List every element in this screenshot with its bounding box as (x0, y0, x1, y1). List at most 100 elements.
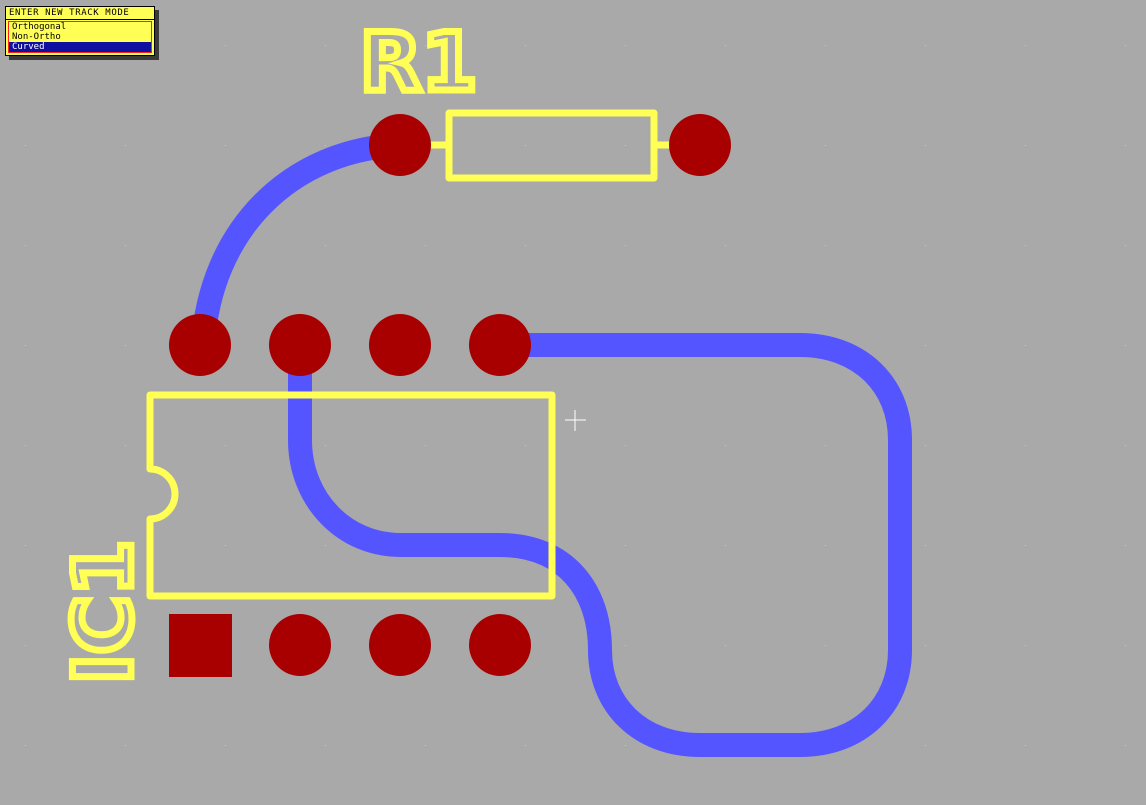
grid-dot (525, 745, 526, 746)
grid-dot (25, 445, 26, 446)
grid-dot (525, 145, 526, 146)
tracks (191, 133, 912, 757)
ic1-pad-4[interactable] (469, 614, 531, 676)
grid-dot (825, 645, 826, 646)
grid-dot (725, 645, 726, 646)
grid-dot (625, 645, 626, 646)
grid-dot (1125, 545, 1126, 546)
grid-dot (925, 45, 926, 46)
grid-dot (125, 245, 126, 246)
grid-dot (325, 445, 326, 446)
grid-dot (1025, 345, 1026, 346)
grid-dot (825, 545, 826, 546)
grid-dot (625, 745, 626, 746)
grid-dot (625, 45, 626, 46)
grid-dot (25, 745, 26, 746)
ic1-pad-2[interactable] (269, 614, 331, 676)
grid-dot (1125, 245, 1126, 246)
grid-dot (1025, 445, 1026, 446)
grid-dot (1125, 145, 1126, 146)
grid-dot (25, 545, 26, 546)
grid-dot (125, 445, 126, 446)
grid-dot (1025, 745, 1026, 746)
grid-dot (725, 245, 726, 246)
ic1-designator[interactable]: IC1 (54, 536, 154, 687)
ic1-pad-8[interactable] (169, 314, 231, 376)
silkscreen (146, 109, 670, 600)
track-mode-options: Orthogonal Non-Ortho Curved (8, 21, 152, 53)
track-mode-option-curved[interactable]: Curved (9, 42, 151, 52)
grid-dot (625, 245, 626, 246)
track-ic1-pin2-to-pin8[interactable] (288, 333, 912, 757)
track-mode-menu[interactable]: ENTER NEW TRACK MODE Orthogonal Non-Orth… (5, 6, 155, 56)
grid-dot (125, 745, 126, 746)
grid-dot (825, 145, 826, 146)
grid-dot (125, 345, 126, 346)
ic1-pad-5[interactable] (469, 314, 531, 376)
grid-dot (525, 245, 526, 246)
grid-dot (825, 45, 826, 46)
grid-dot (325, 545, 326, 546)
grid-dot (25, 245, 26, 246)
grid-dot (725, 445, 726, 446)
grid-dot (925, 645, 926, 646)
r1-pad-1[interactable] (369, 114, 431, 176)
grid-dot (1125, 645, 1126, 646)
grid-dot (425, 45, 426, 46)
grid-dot (425, 745, 426, 746)
grid-dot (325, 45, 326, 46)
track-mode-menu-title: ENTER NEW TRACK MODE (6, 7, 154, 20)
grid-dot (525, 445, 526, 446)
grid-dot (125, 145, 126, 146)
grid-dot (1025, 145, 1026, 146)
grid-dot (925, 245, 926, 246)
grid-dot (1025, 545, 1026, 546)
grid-dot (525, 45, 526, 46)
grid-dot (1125, 745, 1126, 746)
track-mode-option-orthogonal[interactable]: Orthogonal (12, 22, 67, 32)
grid-dot (425, 245, 426, 246)
grid-dot (1125, 345, 1126, 346)
ic1-pad-3[interactable] (369, 614, 431, 676)
ic1-pad-6[interactable] (369, 314, 431, 376)
grid-dot (425, 445, 426, 446)
grid-dot (825, 245, 826, 246)
grid-dot (1125, 445, 1126, 446)
grid-dot (325, 245, 326, 246)
grid-dot (625, 445, 626, 446)
track-mode-option-non-ortho[interactable]: Non-Ortho (12, 32, 61, 42)
grid-dot (1025, 245, 1026, 246)
grid-dot (225, 445, 226, 446)
grid-dot (25, 345, 26, 346)
r1-body-outline (445, 109, 658, 182)
grid-dot (925, 345, 926, 346)
ic1-pad-1[interactable] (169, 614, 232, 677)
grid-dot (725, 545, 726, 546)
grid-dot (925, 545, 926, 546)
grid-dot (625, 545, 626, 546)
grid-dot (125, 645, 126, 646)
grid-dot (225, 545, 226, 546)
grid-dot (25, 145, 26, 146)
grid-dot (325, 745, 326, 746)
grid-dot (925, 145, 926, 146)
track-r1-to-ic1-pin1[interactable] (191, 133, 401, 346)
crosshair-cursor (565, 410, 586, 431)
grid-dot (25, 645, 26, 646)
r1-pad-2[interactable] (669, 114, 731, 176)
grid-dot (725, 45, 726, 46)
grid-dot (225, 45, 226, 46)
grid-dot (225, 745, 226, 746)
grid-dot (125, 545, 126, 546)
grid-dot (1025, 45, 1026, 46)
ic1-pad-7[interactable] (269, 314, 331, 376)
r1-designator[interactable]: R1 (357, 13, 481, 113)
grid-dot (925, 745, 926, 746)
grid-dot (625, 145, 626, 146)
pads (169, 114, 731, 677)
grid-dot (925, 445, 926, 446)
grid-dot (825, 445, 826, 446)
grid-dot (1125, 45, 1126, 46)
